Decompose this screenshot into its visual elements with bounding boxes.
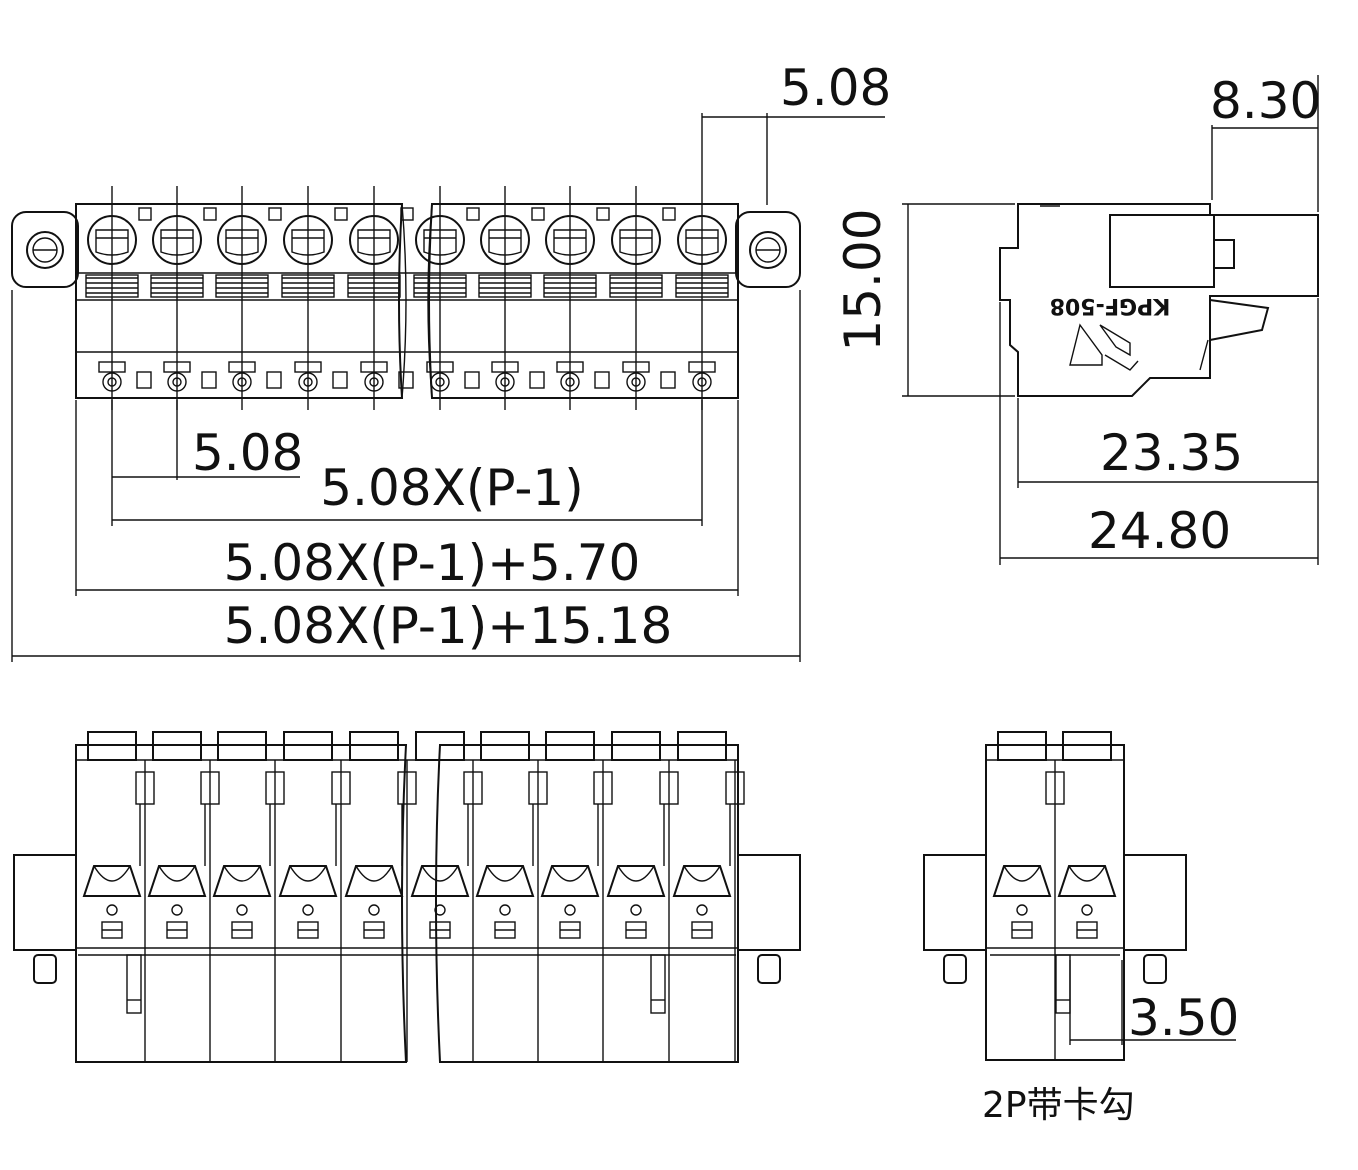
front-pin <box>82 731 155 1062</box>
front-pin <box>606 731 679 1062</box>
top-pin <box>543 186 610 410</box>
top-pin <box>215 186 282 410</box>
front-pin <box>147 731 220 1062</box>
latch-offset-label: 3.50 <box>1128 989 1239 1047</box>
side-release-button <box>1109 214 1215 288</box>
side-height-label: 15.00 <box>834 208 892 351</box>
top-pin <box>413 186 480 410</box>
front-body-right <box>435 744 739 1063</box>
front-pin <box>410 731 483 1062</box>
two-pole-caption: 2P带卡勾 <box>982 1085 1135 1126</box>
right-screw-icon <box>749 231 787 269</box>
front-left-flange <box>13 854 77 951</box>
side-view: KPGF-508 8.30 15.00 23.35 24.80 <box>834 72 1321 565</box>
two-pole-view: 3.50 2P带卡勾 <box>923 731 1239 1126</box>
front-body-left <box>75 744 408 1063</box>
front-pin <box>475 731 548 1062</box>
two-pole-pin <box>992 731 1052 939</box>
left-flange <box>11 211 79 288</box>
top-pin <box>478 186 545 410</box>
top-view: 5.08 5.08 5.08X(P-1) 5.08X(P-1)+5.70 5.0… <box>11 59 891 662</box>
body-formula-label: 5.08X(P-1)+5.70 <box>224 534 641 592</box>
front-pin <box>540 731 613 1062</box>
top-pin <box>150 186 217 410</box>
side-latch <box>1209 299 1270 341</box>
front-view-pins <box>82 731 745 1062</box>
front-pin <box>212 731 285 1062</box>
top-pin <box>347 186 414 410</box>
front-pin <box>344 731 417 1062</box>
side-length-b-label: 24.80 <box>1088 502 1231 560</box>
top-pin <box>675 186 729 410</box>
side-housing <box>999 203 1319 397</box>
two-pole-pins <box>992 731 1117 1060</box>
front-right-flange <box>737 854 801 951</box>
part-marking: KPGF-508 <box>1050 293 1171 318</box>
front-view <box>13 731 801 1063</box>
brand-logo-icon <box>1069 323 1139 371</box>
right-flange <box>735 211 801 288</box>
front-pin <box>278 731 351 1062</box>
front-pin <box>672 731 745 1062</box>
side-depth-label: 8.30 <box>1210 72 1321 130</box>
top-view-pins <box>85 186 729 410</box>
left-screw-icon <box>26 231 64 269</box>
top-pin <box>85 186 152 410</box>
two-pole-pin <box>1057 731 1117 939</box>
bottom-pitch-label: 5.08 <box>192 424 303 482</box>
side-length-a-label: 23.35 <box>1100 424 1243 482</box>
top-pitch-label: 5.08 <box>780 59 891 117</box>
overall-formula-label: 5.08X(P-1)+15.18 <box>224 597 673 655</box>
top-pin <box>609 186 676 410</box>
top-pin <box>281 186 348 410</box>
pitch-formula-label: 5.08X(P-1) <box>320 459 584 517</box>
